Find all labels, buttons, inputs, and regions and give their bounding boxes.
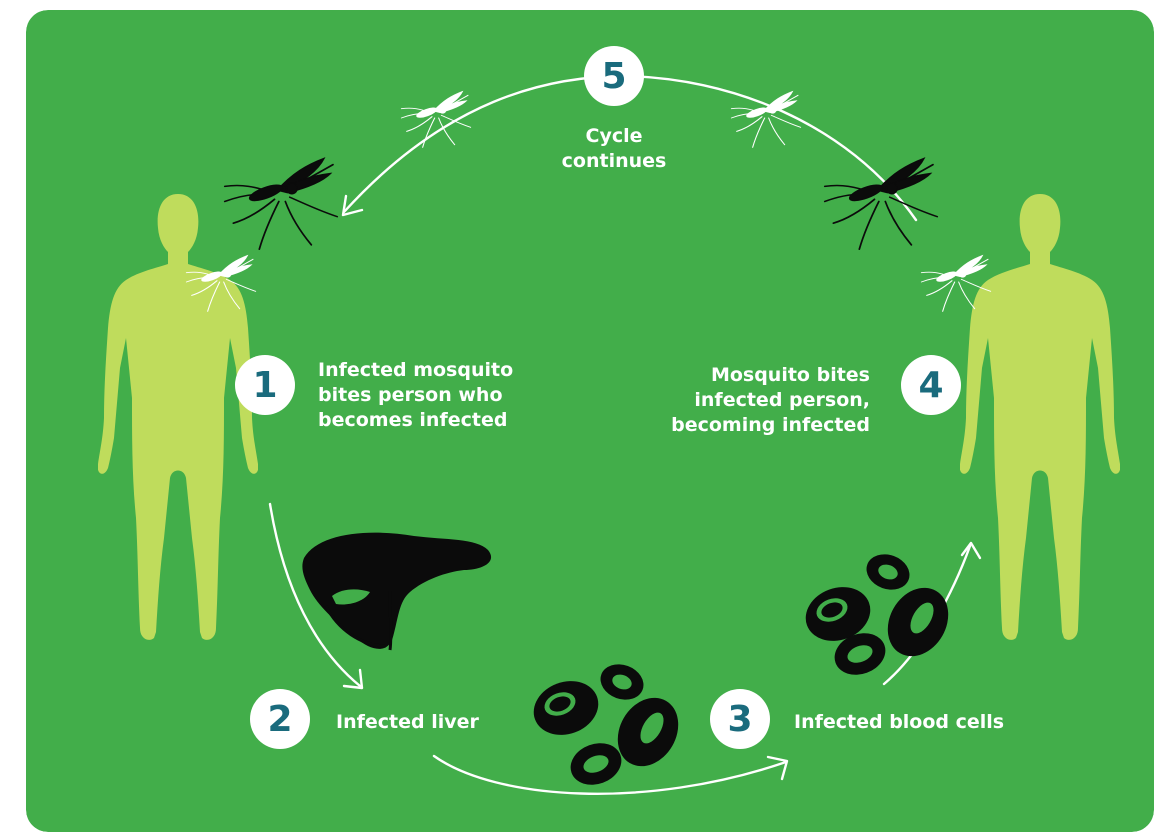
step-4-label: Mosquito bites infected person, becoming… <box>650 363 870 438</box>
step-3-badge: 3 <box>710 689 770 749</box>
step-2-badge: 2 <box>250 689 310 749</box>
step-3-label: Infected blood cells <box>794 710 1004 735</box>
step-5-label: Cycle continues <box>544 124 684 174</box>
step-4-badge: 4 <box>901 355 961 415</box>
step-5-badge: 5 <box>584 46 644 106</box>
step-1-badge: 1 <box>235 355 295 415</box>
diagram-panel: 1 Infected mosquito bites person who bec… <box>26 10 1154 832</box>
step-1-label: Infected mosquito bites person who becom… <box>318 358 513 433</box>
step-2-label: Infected liver <box>336 710 479 735</box>
